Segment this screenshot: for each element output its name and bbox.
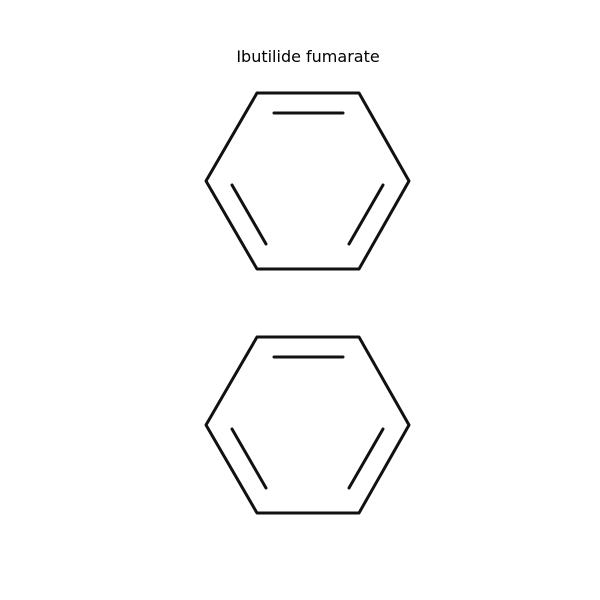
ring-bottom-outline bbox=[204, 335, 411, 515]
ring-top-outline bbox=[204, 91, 411, 271]
ring-top-double-bond-2 bbox=[347, 183, 385, 246]
benzene-ring-bottom bbox=[204, 335, 411, 515]
ring-bottom-double-bond-2 bbox=[347, 427, 385, 490]
ring-bottom-double-bond-3 bbox=[230, 427, 268, 490]
ring-top-double-bond-3 bbox=[230, 183, 268, 246]
diagram-title: Ibutilide fumarate bbox=[236, 47, 380, 66]
benzene-ring-top bbox=[204, 91, 411, 271]
